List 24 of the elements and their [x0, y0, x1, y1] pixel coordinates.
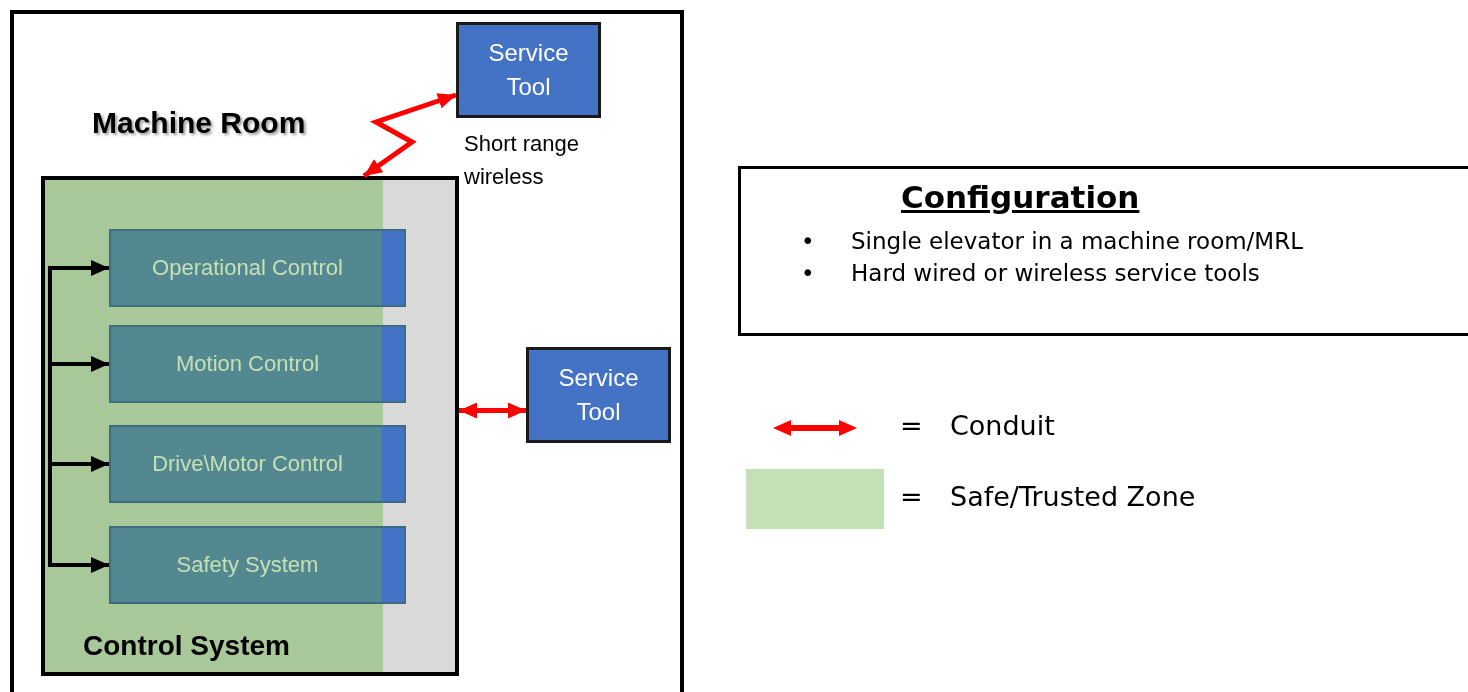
arrow	[48, 557, 109, 573]
equals-sign: =	[900, 481, 923, 512]
equals-sign: =	[900, 410, 923, 441]
group-title: Control System	[83, 630, 290, 662]
conduit-arrow	[459, 402, 526, 419]
arrow	[48, 456, 109, 562]
subsystem-box: Motion Control	[109, 325, 406, 403]
subsystem-box: Operational Control	[109, 229, 406, 307]
bullet-text: Hard wired or wireless service tools	[851, 260, 1260, 286]
subsystem-box: Safety System	[109, 526, 406, 604]
legend-text: Safe/Trusted Zone	[950, 481, 1196, 512]
service-tool-box: Service Tool	[526, 347, 671, 443]
service-tool-box: Service Tool	[456, 22, 601, 118]
legend-text: Conduit	[950, 410, 1055, 441]
panel-heading: Configuration	[901, 179, 1140, 215]
configuration-panel	[738, 166, 1468, 336]
room-boundary-box	[10, 10, 684, 692]
wireless-link-arrow	[362, 92, 457, 179]
bullet-mark: •	[801, 227, 816, 256]
bullet-text: Single elevator in a machine room/MRL	[851, 228, 1303, 254]
subsystem-box: Drive\Motor Control	[109, 425, 406, 503]
control-system-box	[41, 176, 459, 676]
bullet-mark: •	[801, 259, 816, 288]
room-title: Machine Room	[92, 106, 306, 140]
